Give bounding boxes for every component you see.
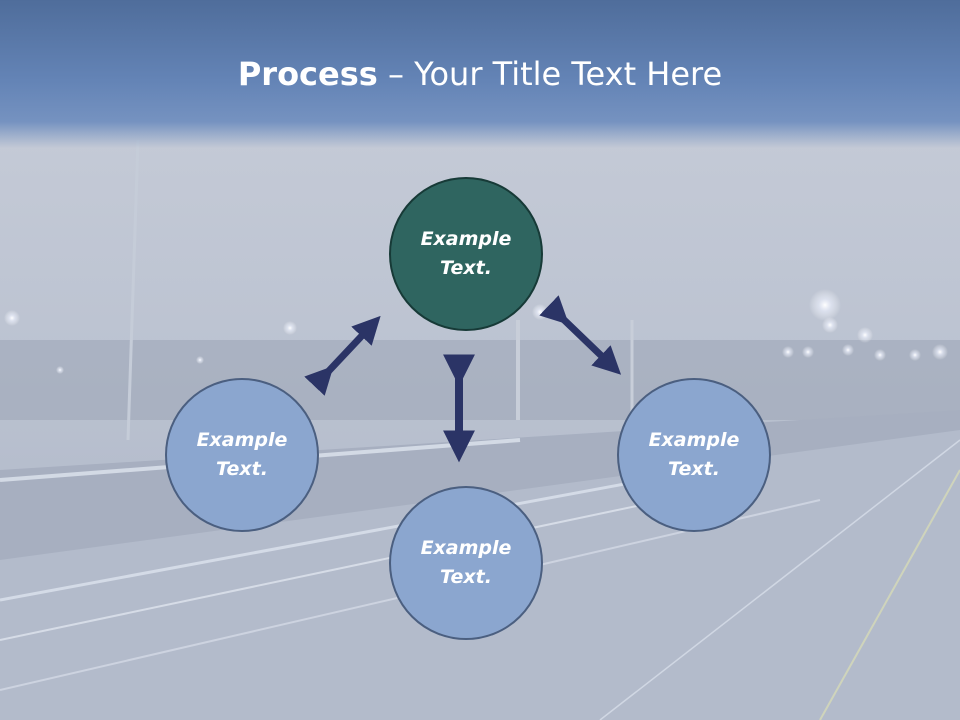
process-node-left-label: Example Text. (196, 429, 288, 480)
title-rest-text: – Your Title Text Here (377, 55, 723, 93)
slide-title: Process – Your Title Text Here (0, 52, 960, 96)
process-node-left: Example Text. (165, 378, 319, 532)
process-node-top-label: Example Text. (420, 228, 512, 279)
title-band (0, 0, 960, 148)
process-node-right: Example Text. (617, 378, 771, 532)
process-node-bottom: Example Text. (389, 486, 543, 640)
title-bold-text: Process (237, 55, 378, 93)
process-node-top: Example Text. (389, 177, 543, 331)
process-node-bottom-label: Example Text. (420, 537, 512, 588)
process-node-right-label: Example Text. (648, 429, 740, 480)
